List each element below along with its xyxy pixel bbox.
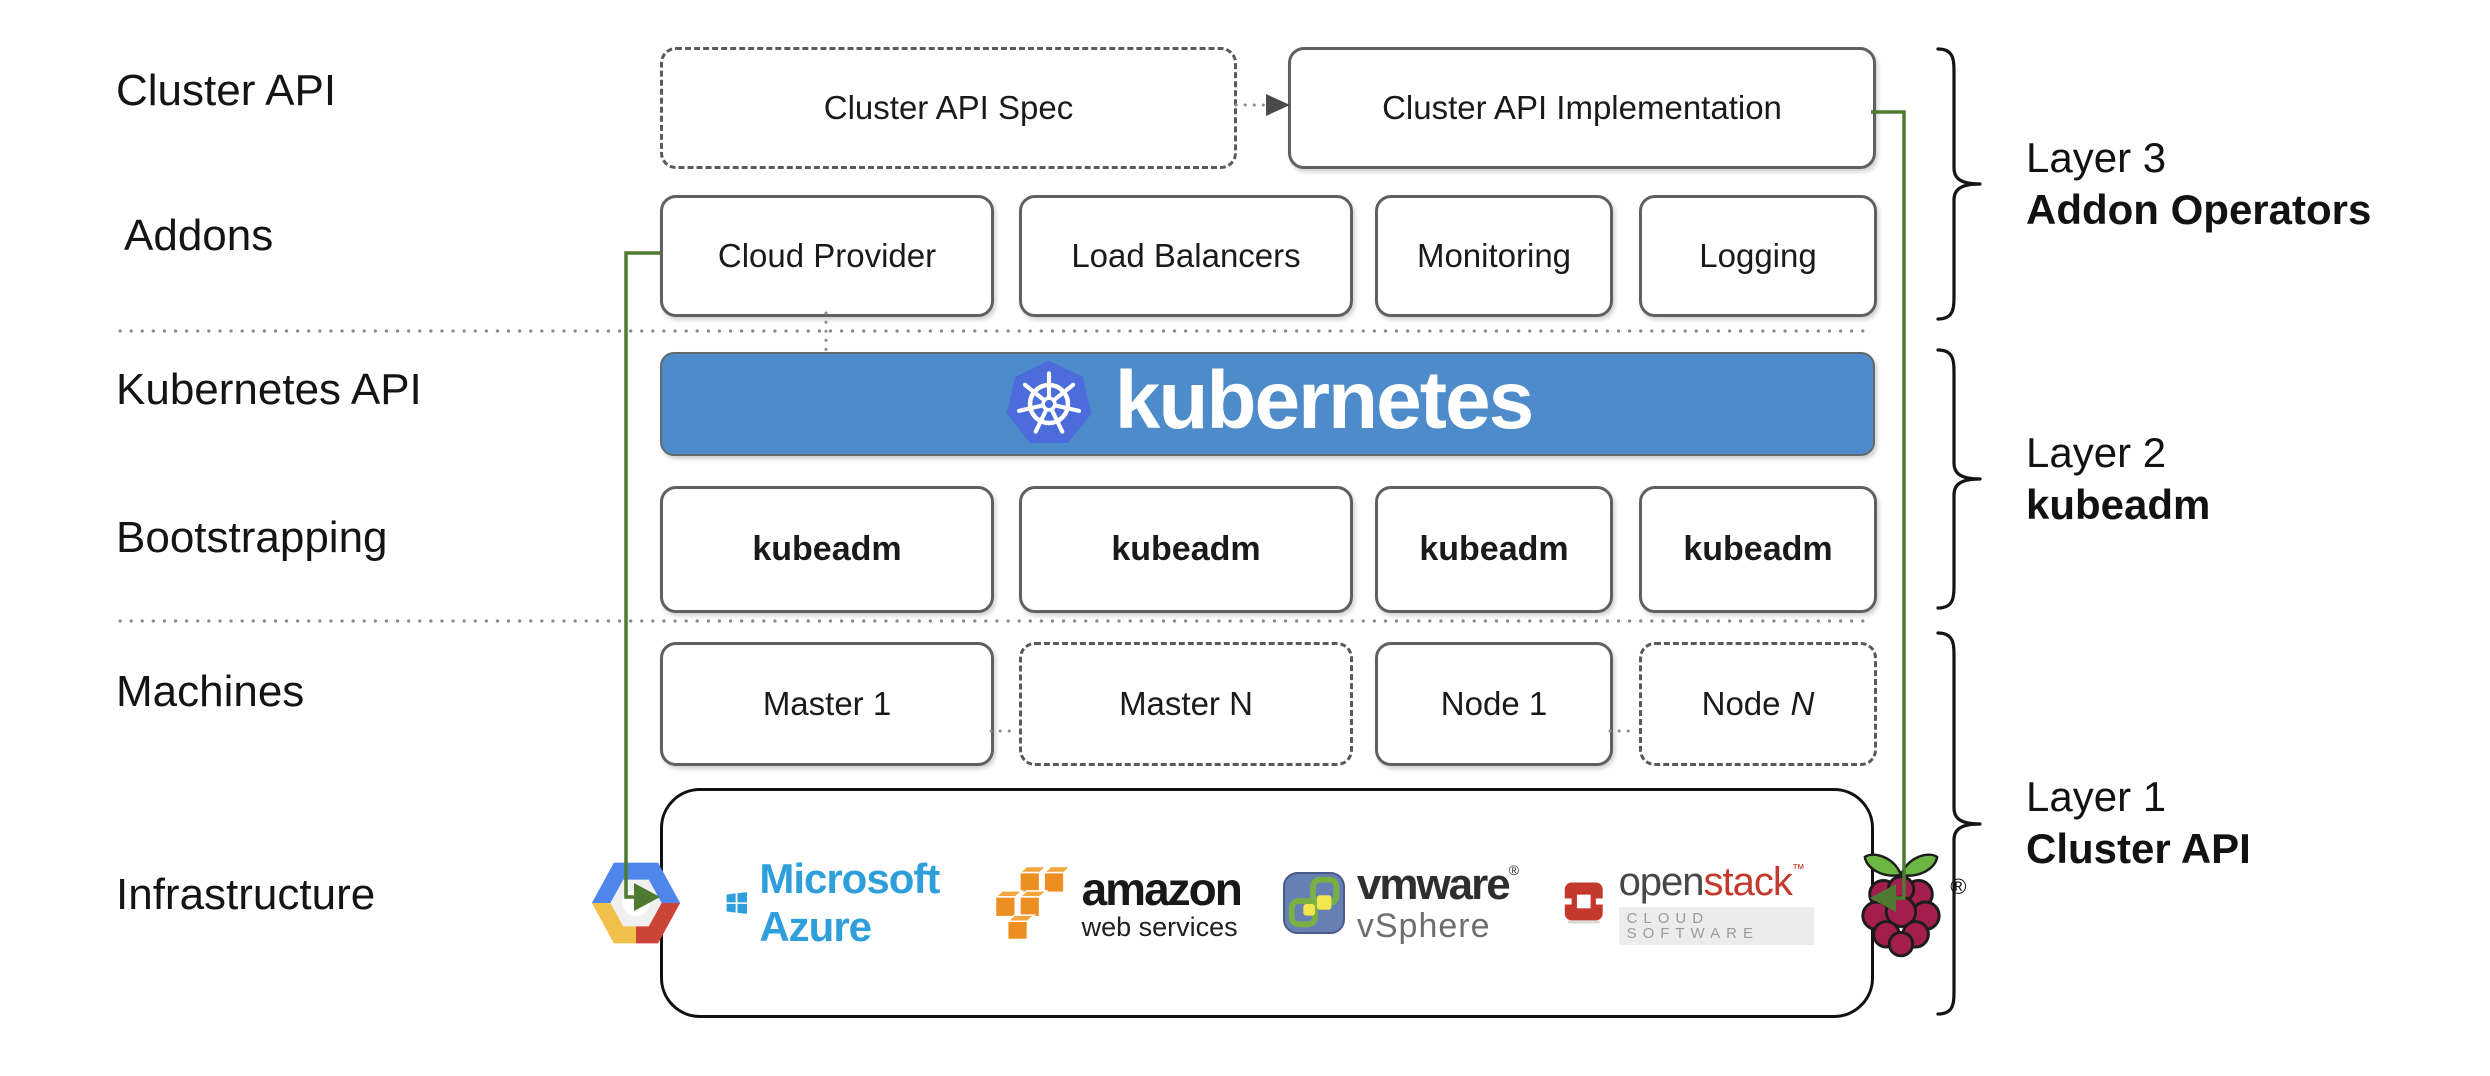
master-1-label: Master 1: [762, 685, 892, 722]
node-n-suffix: N: [1790, 685, 1815, 722]
layer-3-subtitle: Addon Operators: [2026, 186, 2372, 233]
addon-box-cloud-provider: Cloud Provider: [660, 195, 994, 317]
kubeadm-label-2: kubeadm: [1111, 530, 1261, 568]
cloud-provider-to-infra-arrow-line: [624, 251, 660, 899]
openstack-label-open: open: [1618, 859, 1705, 904]
openstack-text-block: openstack™ CLOUD SOFTWARE: [1618, 859, 1815, 945]
node-1-label: Node 1: [1440, 685, 1548, 722]
machine-box-master-n: Master N: [1019, 642, 1353, 766]
kubernetes-wordmark: kubernetes: [1114, 355, 1535, 446]
master-n-label: Master N: [1119, 685, 1253, 722]
provider-google-cloud: [588, 855, 684, 951]
machine-box-node-1: Node 1: [1375, 642, 1613, 766]
vmware-text-block: vmware® vSphere: [1356, 860, 1520, 945]
addon-box-logging: Logging: [1639, 195, 1877, 317]
kubeadm-box-3: kubeadm: [1375, 486, 1613, 613]
kubeadm-label-3: kubeadm: [1419, 530, 1569, 568]
azure-label: Microsoft Azure: [759, 855, 940, 950]
kubeadm-box-4: kubeadm: [1639, 486, 1877, 613]
openstack-sublabel: CLOUD SOFTWARE: [1618, 906, 1815, 945]
openstack-trademark: ™: [1791, 860, 1805, 876]
cluster-api-spec-box: Cluster API Spec: [660, 47, 1237, 169]
aws-label: amazon: [1081, 862, 1243, 915]
cluster-api-implementation-label: Cluster API Implementation: [1382, 89, 1782, 126]
monitoring-label: Monitoring: [1416, 237, 1572, 274]
provider-openstack: openstack™ CLOUD SOFTWARE: [1561, 859, 1815, 945]
provider-microsoft-azure: Microsoft Azure: [726, 855, 952, 951]
aws-text-block: amazon web services: [1081, 862, 1243, 942]
row-label-addons: Addons: [124, 211, 274, 260]
provider-amazon-web-services: amazon web services: [993, 862, 1243, 942]
vmware-registered-mark: ®: [1508, 862, 1520, 878]
row-label-infrastructure: Infrastructure: [116, 870, 376, 919]
node-n-label: Node: [1701, 685, 1781, 722]
vmware-label: vmware: [1356, 860, 1511, 909]
provider-raspberry-pi: ®: [1856, 848, 1966, 958]
kubeadm-box-2: kubeadm: [1019, 486, 1353, 613]
kubeadm-label-4: kubeadm: [1683, 530, 1833, 568]
spec-to-impl-arrowhead: [1266, 94, 1290, 116]
layer-1-subtitle: Cluster API: [2026, 825, 2251, 872]
layer-2-title: Layer 2: [2026, 429, 2167, 476]
row-label-kubernetes-api: Kubernetes API: [116, 365, 422, 414]
row-label-machines: Machines: [116, 667, 305, 716]
aws-sublabel: web services: [1081, 911, 1238, 942]
kubeadm-label-1: kubeadm: [752, 530, 902, 568]
layer-3-brace: [1936, 47, 1982, 321]
layer-2-brace: [1936, 348, 1982, 610]
infrastructure-box: Microsoft Azure amazon w: [591, 788, 1966, 1018]
aws-cubes-icon: [993, 866, 1070, 940]
openstack-icon: [1561, 882, 1607, 924]
azure-windows-icon: [726, 892, 747, 914]
cloud-provider-label: Cloud Provider: [717, 237, 937, 274]
logging-label: Logging: [1699, 237, 1817, 274]
raspberry-pi-icon: [1861, 853, 1942, 958]
openstack-label-stack: stack: [1703, 859, 1793, 904]
layer-1-brace: [1936, 631, 1982, 1016]
cluster-api-spec-label: Cluster API Spec: [823, 89, 1074, 126]
machine-box-node-n: Node N: [1639, 642, 1877, 766]
google-cloud-icon: [591, 862, 680, 944]
machine-box-master-1: Master 1: [660, 642, 994, 766]
cluster-api-implementation-box: Cluster API Implementation: [1288, 47, 1876, 169]
vsphere-label: vSphere: [1356, 907, 1491, 945]
row-label-bootstrapping: Bootstrapping: [116, 513, 388, 562]
kubernetes-logo-icon: [1006, 360, 1092, 444]
addon-box-load-balancers: Load Balancers: [1019, 195, 1353, 317]
vmware-vsphere-icon: [1282, 872, 1345, 934]
layer-2-annotation: Layer 2 kubeadm: [2026, 427, 2210, 531]
load-balancers-label: Load Balancers: [1071, 237, 1301, 274]
layer-2-subtitle: kubeadm: [2026, 481, 2211, 528]
layer-3-annotation: Layer 3 Addon Operators: [2026, 132, 2371, 236]
row-label-cluster-api: Cluster API: [116, 66, 337, 115]
addon-box-monitoring: Monitoring: [1375, 195, 1613, 317]
provider-vmware-vsphere: vmware® vSphere: [1282, 860, 1520, 945]
kubeadm-box-1: kubeadm: [660, 486, 994, 613]
layer-3-title: Layer 3: [2026, 134, 2167, 181]
layer-1-annotation: Layer 1 Cluster API: [2026, 771, 2251, 875]
kubernetes-banner: kubernetes: [660, 352, 1875, 456]
layer-1-title: Layer 1: [2026, 773, 2167, 820]
